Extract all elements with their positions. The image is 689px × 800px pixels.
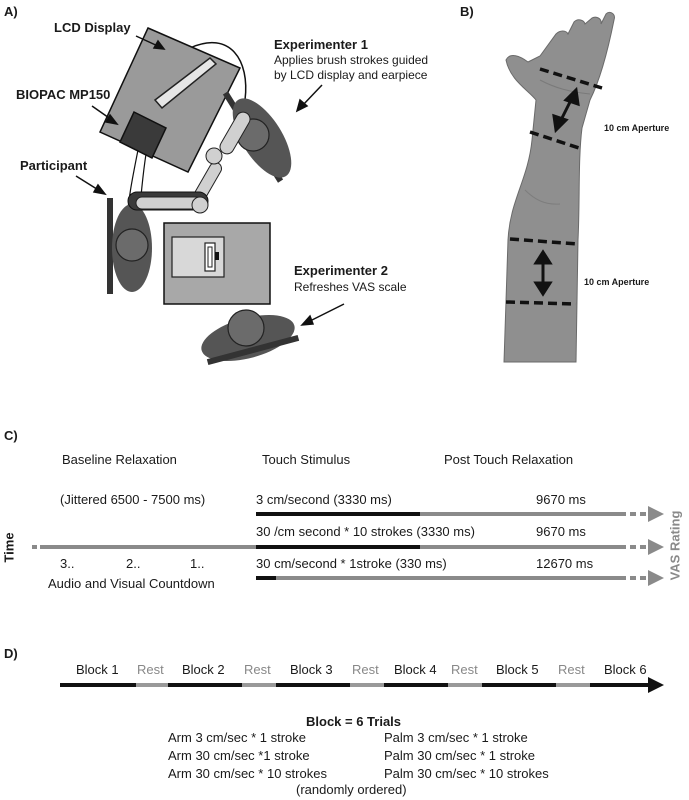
block-timeline-arrowhead: [648, 677, 664, 693]
experimenter-1-arm-upper: [219, 111, 251, 155]
row1-arrowhead: [648, 506, 664, 522]
row1-post-label: 9670 ms: [536, 492, 586, 507]
timeline-block-1: Block 1: [76, 662, 119, 677]
timeline-rest-1: Rest: [137, 662, 164, 677]
forearm-arrowhead-down: [533, 281, 553, 297]
row2-post-label: 9670 ms: [536, 524, 586, 539]
palm-aperture-top: [539, 67, 603, 90]
forearm-arrowhead-up: [533, 249, 553, 265]
time-axis-label: Time: [1, 532, 17, 563]
forearm-aperture-label: 10 cm Aperture: [584, 277, 650, 287]
participant-arrowhead: [92, 183, 107, 196]
participant-chair: [107, 198, 113, 294]
experimenter-1-arrowhead: [295, 98, 309, 113]
palm-arrowhead-up: [563, 86, 580, 107]
biopac-device: [119, 110, 167, 160]
vas-slider: [207, 246, 213, 268]
row3-arrowhead: [648, 570, 664, 586]
biopac-label: BIOPAC MP150: [16, 87, 111, 102]
experimenter-2-chair: [206, 334, 300, 366]
touch-stimulus-heading: Touch Stimulus: [262, 452, 351, 467]
experimenter-1-title: Experimenter 1: [274, 37, 368, 52]
jitter-duration: (Jittered 6500 - 7500 ms): [60, 492, 206, 507]
participant-hand: [191, 196, 209, 214]
experimenter-1-arrow: [301, 84, 323, 107]
experimenter-2-line-1: Refreshes VAS scale: [294, 280, 407, 294]
palm-trial-2: Palm 30 cm/sec * 1 stroke: [384, 748, 535, 763]
timeline-rest-5: Rest: [558, 662, 585, 677]
timeline-rest-3: Rest: [352, 662, 379, 677]
arm-trial-3: Arm 30 cm/sec * 10 strokes: [168, 766, 327, 781]
vas-knob: [215, 252, 219, 260]
experimenter-2-head: [227, 309, 265, 347]
arm-trial-2: Arm 30 cm/sec *1 stroke: [168, 748, 310, 763]
row1-touch-label: 3 cm/second (3330 ms): [256, 492, 392, 507]
panel-label-a: A): [4, 4, 18, 19]
countdown-3: 3..: [60, 556, 75, 571]
arm-photo: [503, 11, 615, 363]
countdown-1: 1..: [190, 556, 205, 571]
forearm-aperture-bottom: [505, 300, 577, 306]
lcd-arrowhead: [152, 39, 166, 50]
timeline-block-5: Block 5: [496, 662, 539, 677]
timeline-block-3: Block 3: [290, 662, 333, 677]
experimenter-2-title: Experimenter 2: [294, 263, 388, 278]
lcd-display-label: LCD Display: [54, 20, 131, 35]
palm-trial-3: Palm 30 cm/sec * 10 strokes: [384, 766, 549, 781]
timeline-block-4: Block 4: [394, 662, 437, 677]
palm-aperture-bottom: [529, 130, 580, 150]
earpiece-cable: [189, 41, 247, 101]
participant-head: [115, 228, 149, 262]
panel-label-d: D): [4, 646, 18, 661]
timeline-rest-4: Rest: [451, 662, 478, 677]
forearm-aperture-top: [509, 237, 579, 246]
experimenter-1-line-1: Applies brush strokes guided: [274, 53, 429, 67]
timeline-rest-2: Rest: [244, 662, 271, 677]
participant-label: Participant: [20, 158, 88, 173]
countdown-2: 2..: [126, 556, 141, 571]
palm-trial-1: Palm 3 cm/sec * 1 stroke: [384, 730, 528, 745]
experimenter-2-arrow: [307, 303, 345, 323]
palm-arrowhead-down: [552, 113, 569, 134]
random-order-note: (randomly ordered): [296, 782, 407, 797]
biopac-arrowhead: [104, 113, 119, 126]
experimenter-1-line-2: by LCD display and earpiece: [274, 68, 428, 82]
row3-touch-label: 30 cm/second * 1stroke (330 ms): [256, 556, 447, 571]
experimenter-2-arrowhead: [300, 314, 315, 326]
timeline-block-2: Block 2: [182, 662, 225, 677]
block-definition-title: Block = 6 Trials: [306, 714, 402, 729]
row3-post-label: 12670 ms: [536, 556, 594, 571]
panel-label-c: C): [4, 428, 18, 443]
experimenter-1-hand: [205, 147, 223, 165]
row2-arrowhead: [648, 539, 664, 555]
row2-touch-label: 30 /cm second * 10 strokes (3330 ms): [256, 524, 475, 539]
timeline-block-6: Block 6: [604, 662, 647, 677]
countdown-label: Audio and Visual Countdown: [48, 576, 215, 591]
panel-label-b: B): [460, 4, 474, 19]
lcd-screen-bar: [153, 57, 218, 110]
vas-rating-label: VAS Rating: [667, 510, 683, 581]
baseline-relaxation-heading: Baseline Relaxation: [62, 452, 177, 467]
palm-aperture-label: 10 cm Aperture: [604, 123, 670, 133]
arm-trial-1: Arm 3 cm/sec * 1 stroke: [168, 730, 306, 745]
post-touch-relaxation-heading: Post Touch Relaxation: [444, 452, 574, 467]
